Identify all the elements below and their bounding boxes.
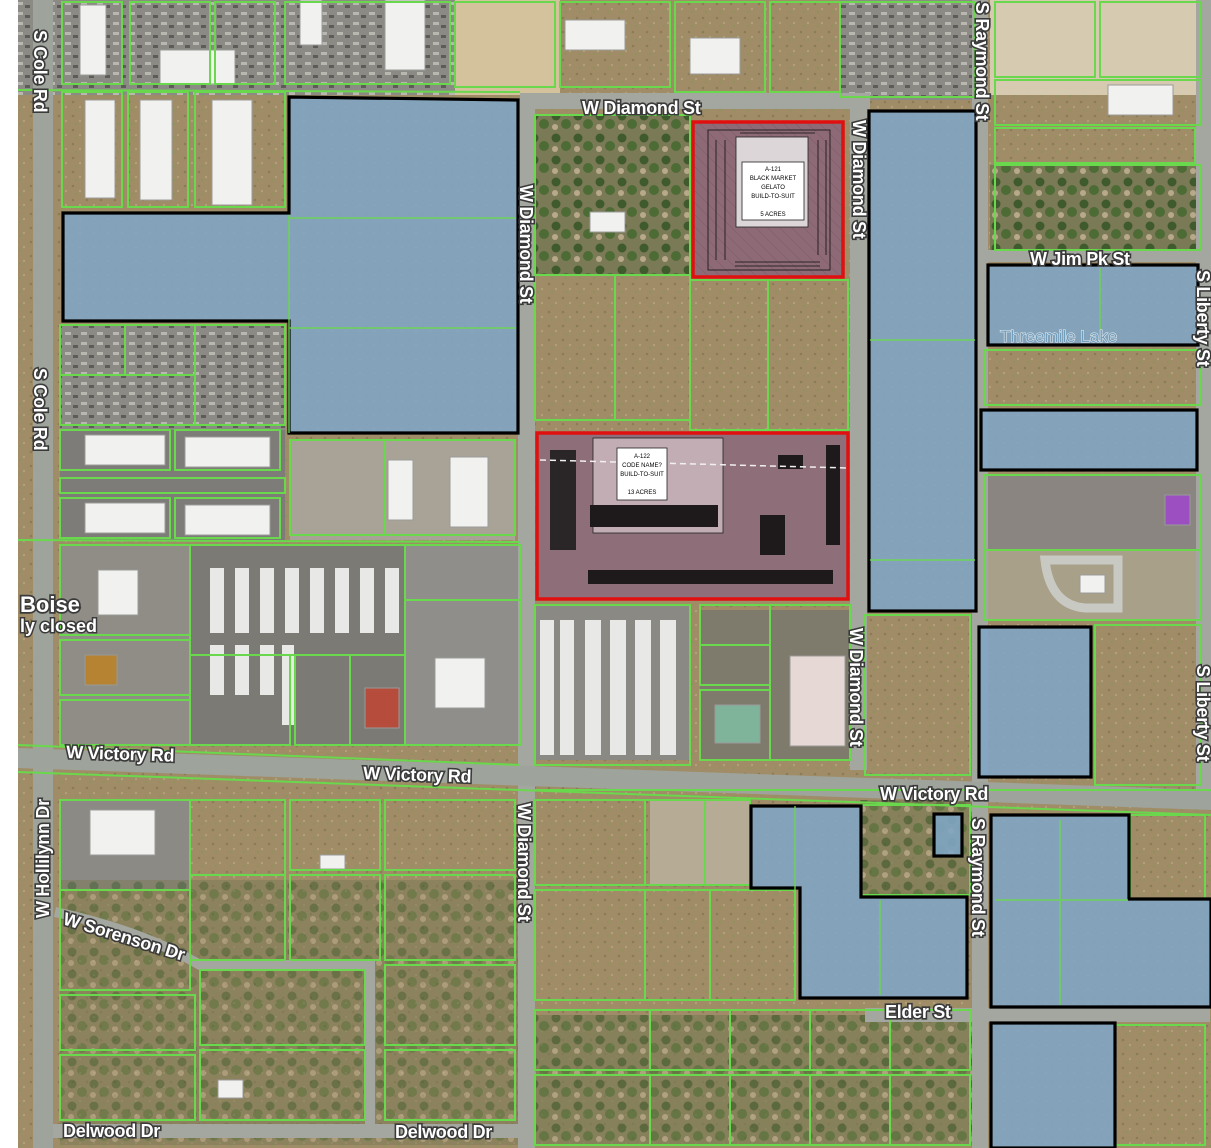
site-a-label-6: 5 ACRES xyxy=(760,212,785,218)
owned-parcel-far-southeast xyxy=(989,1021,1117,1148)
roads xyxy=(18,0,1211,1148)
label-elder-st: Elder St xyxy=(885,1002,951,1022)
owned-parcel-south-central xyxy=(749,804,969,1000)
proposed-site-a[interactable]: A-121 BLACK MARKET GELATO BUILD-TO-SUIT … xyxy=(691,120,845,279)
road-labels: S Cole Rd S Cole Rd W Diamond St W Diamo… xyxy=(28,0,1211,1143)
label-threemile-lake: Threemile Lake xyxy=(1000,327,1117,346)
label-w-diamond-st-north: W Diamond St xyxy=(582,98,701,118)
label-w-victory-rd-3: W Victory Rd xyxy=(880,784,988,804)
label-s-liberty-st-bottom: S Liberty St xyxy=(1193,665,1211,762)
site-b-label-5: 13 ACRES xyxy=(628,490,657,496)
site-a-label-3: GELATO xyxy=(761,185,785,191)
proposed-site-b[interactable]: A-122 CODE NAME? BUILD-TO-SUIT 13 ACRES xyxy=(535,431,850,601)
parcel-lines xyxy=(17,1,1211,1146)
site-a-parking-layout xyxy=(707,129,831,271)
owned-parcel-lake xyxy=(986,263,1200,347)
label-s-raymond-st-bottom: S Raymond St xyxy=(968,818,988,937)
label-w-victory-rd-1: W Victory Rd xyxy=(66,742,175,766)
site-a-label-2: BLACK MARKET xyxy=(750,176,797,182)
site-b-label-1: A-122 xyxy=(634,454,651,460)
label-delwood-dr-1: Delwood Dr xyxy=(63,1121,160,1141)
site-b-label-3: BUILD-TO-SUIT xyxy=(620,472,664,478)
label-w-diamond-st-v2: W Diamond St xyxy=(849,120,869,239)
owned-parcel-east-mid xyxy=(979,408,1199,472)
label-boise: Boise xyxy=(20,592,80,617)
label-w-jim-pk-st: W Jim Pk St xyxy=(1030,249,1130,269)
site-a-label-4: BUILD-TO-SUIT xyxy=(751,194,795,200)
label-s-cole-rd-mid: S Cole Rd xyxy=(30,368,50,450)
owned-parcel-east-south xyxy=(977,625,1093,779)
building-footprints xyxy=(79,0,1191,1099)
label-w-diamond-st-v3: W Diamond St xyxy=(846,628,866,747)
site-a-label-1: A-121 xyxy=(765,167,782,173)
owned-parcel-internal-lines xyxy=(288,215,1128,1005)
label-delwood-dr-2: Delwood Dr xyxy=(395,1122,492,1142)
place-labels: Boise ly closed Threemile Lake xyxy=(18,327,1117,638)
label-w-victory-rd-2: W Victory Rd xyxy=(363,763,472,787)
label-s-raymond-st-top: S Raymond St xyxy=(972,2,992,121)
owned-parcel-southeast xyxy=(989,813,1211,1009)
label-s-cole-rd-top: S Cole Rd xyxy=(30,30,50,112)
owned-parcels xyxy=(61,95,1211,1148)
site-b-label-2: CODE NAME? xyxy=(622,463,662,469)
storage-rows xyxy=(210,568,676,755)
label-w-diamond-st-v4: W Diamond St xyxy=(514,803,534,922)
label-s-liberty-st-top: S Liberty St xyxy=(1193,270,1211,367)
label-w-diamond-st-v1: W Diamond St xyxy=(516,185,536,304)
owned-parcel-east-strip xyxy=(867,109,978,613)
label-w-hollilynn-dr: W Hollilynn Dr xyxy=(33,799,53,918)
owned-parcel-small xyxy=(932,812,964,858)
label-boise-status: ly closed xyxy=(20,616,97,636)
